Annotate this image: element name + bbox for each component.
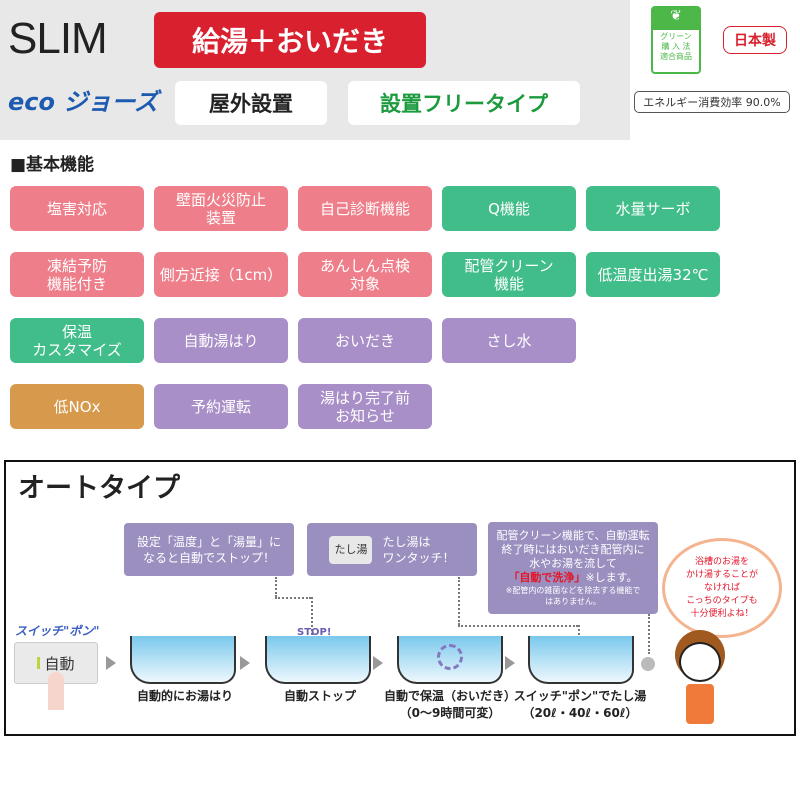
feature-tag: 低NOx [10,384,144,429]
bubble-auto-stop: 設定「温度」と「湯量」に なると自動でストップ！ [124,523,294,576]
green-purchase-mark: ❦グリーン 購 入 法 適合商品 [651,6,701,74]
auto-type-panel [4,460,796,736]
feature-tag: 湯はり完了前 お知らせ [298,384,432,429]
stop-label: STOP! [297,627,332,638]
connector [275,577,277,597]
arrow-icon [505,656,515,670]
speech-bubble: 浴槽のお湯を かけ湯することが なければ こっちのタイプも 十分便利よね！ [662,538,782,638]
step-caption-3: 自動で保温（おいだき） （0〜9時間可変） [383,689,516,720]
main-badge: 給湯＋おいだき [154,12,426,68]
end-dot-icon [641,657,655,671]
feature-tag: あんしん点検 対象 [298,252,432,297]
green-label: グリーン 購 入 法 適合商品 [660,32,692,61]
connector [275,597,311,599]
auto-wash-red: 「自動で洗浄」 [508,571,586,584]
arrow-icon [373,656,383,670]
feature-tag: 壁面火災防止 装置 [154,186,288,231]
feature-tag: 配管クリーン 機能 [442,252,576,297]
tashiyu-text: たし湯は ワンタッチ！ [382,534,455,565]
feature-tag: さし水 [442,318,576,363]
feature-tag: Q機能 [442,186,576,231]
feature-tag: 自己診断機能 [298,186,432,231]
pipe-clean-note: ※配管内の雑菌などを除去する機能で はありません。 [505,586,641,606]
auto-switch-label: 自動 [44,654,75,673]
pipe-clean-red-line: 「自動で洗浄」※します。 [508,571,637,585]
bathtub-add [528,636,634,684]
connector [578,625,580,639]
eco-jozu-logo: eco ジョーズ [8,88,159,116]
connector [311,597,313,639]
bathtub-filling [130,636,236,684]
pipe-clean-text: 配管クリーン機能で、自動運転 終了時にはおいだき配管内に 水やお湯を流して [496,529,650,570]
finger-icon [48,672,64,710]
indicator-icon [37,657,41,669]
free-suffix: フリータイプ [422,92,548,116]
feature-tag: 凍結予防 機能付き [10,252,144,297]
step-caption-1: 自動的にお湯はり [136,689,233,703]
woman-character-icon [670,630,730,726]
connector [458,577,460,625]
feature-tag: 保温 カスタマイズ [10,318,144,363]
feature-tag: 自動湯はり [154,318,288,363]
made-in-japan-badge: 日本製 [723,26,787,54]
bathtub-stop [265,636,371,684]
feature-tag: 塩害対応 [10,186,144,231]
feature-tag: 予約運転 [154,384,288,429]
leaf-icon: ❦ [653,8,699,30]
arrow-icon [240,656,250,670]
free-type-badge: 設置フリータイプ [348,81,580,125]
model-name: SLIM [8,14,108,63]
feature-tag: 低温度出湯32℃ [586,252,720,297]
tashiyu-button-icon: たし湯 [329,535,373,564]
auto-wash-after: ※します。 [585,571,638,584]
connector [648,614,650,654]
bubble-tashiyu: たし湯 たし湯は ワンタッチ！ [307,523,477,576]
auto-type-title: オートタイプ [18,473,180,504]
step-caption-2: 自動ストップ [283,689,356,703]
circulation-icon [437,644,463,670]
feature-tag: おいだき [298,318,432,363]
efficiency-badge: エネルギー消費効率 90.0% [634,91,790,113]
feature-tag: 側方近接（1cm） [154,252,288,297]
bubble-pipe-clean: 配管クリーン機能で、自動運転 終了時にはおいだき配管内に 水やお湯を流して 「自… [488,522,658,614]
arrow-icon [106,656,116,670]
step-caption-4: スイッチ"ポン"でたし湯 （20ℓ・40ℓ・60ℓ） [513,689,647,720]
install-badge: 屋外設置 [175,81,327,125]
switch-label: スイッチ"ポン" [15,624,100,638]
free-prefix: 設置 [380,92,422,116]
section-title: ■基本機能 [10,155,95,175]
connector [458,625,578,627]
feature-tag: 水量サーボ [586,186,720,231]
bathtub-reheat [397,636,503,684]
